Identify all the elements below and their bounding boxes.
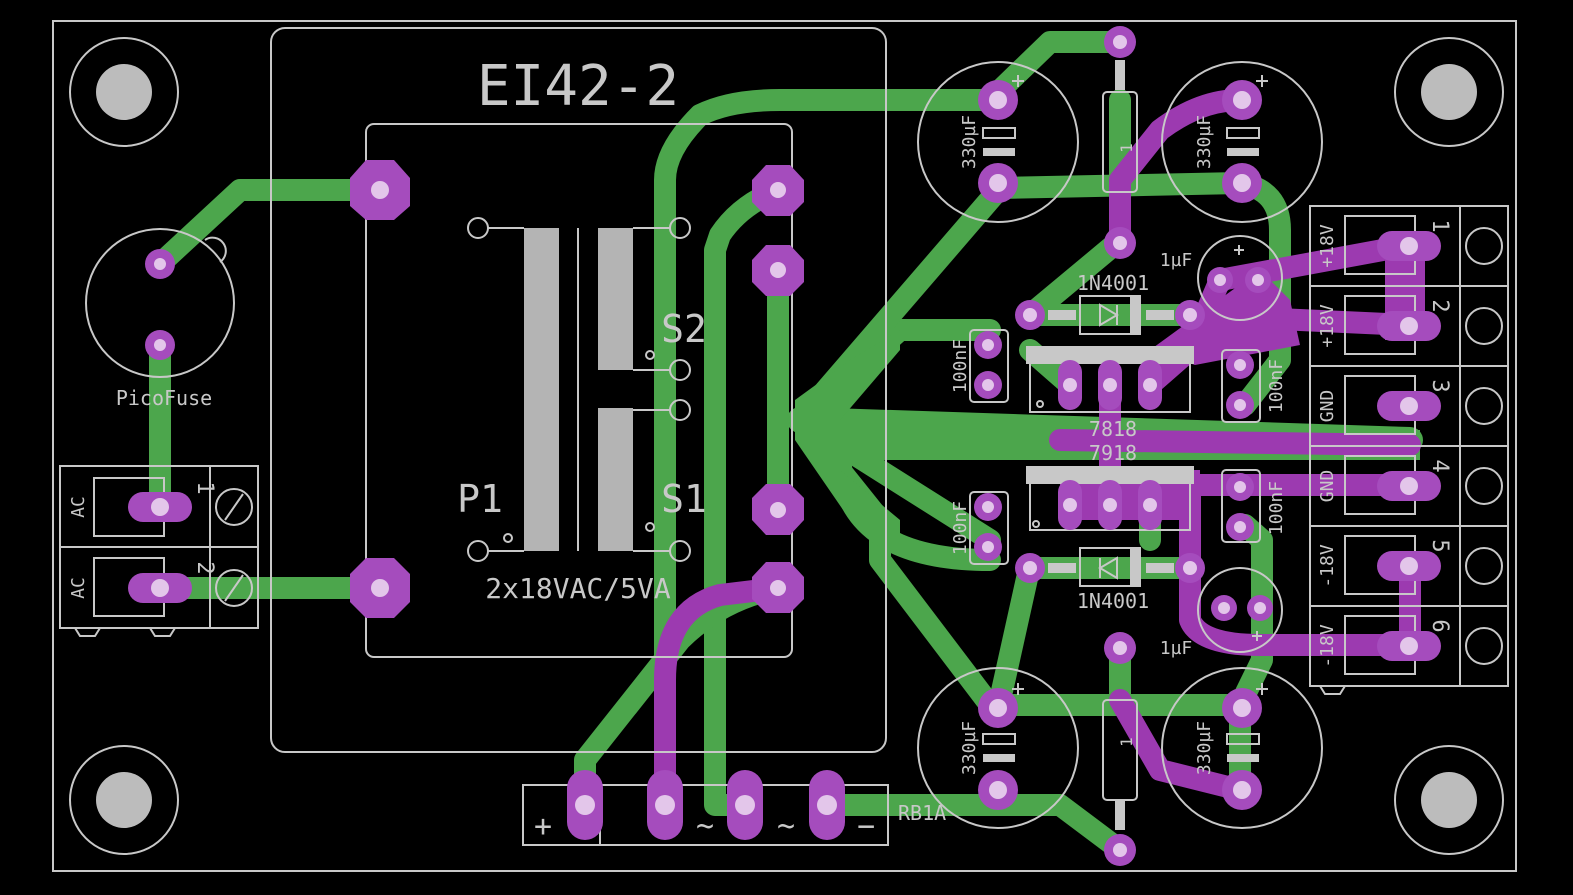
cap-330-br-label: 330µF — [1194, 721, 1215, 775]
fuse-label: PicoFuse — [116, 386, 212, 410]
labels: EI42-2 P1 S1 S2 2x18VAC/5VA PicoFuse RB1… — [68, 54, 1452, 844]
mount-hole-bl — [96, 772, 152, 828]
output-label-4: GND — [1317, 470, 1338, 503]
output-num-6: 6 — [1427, 619, 1452, 632]
cap-100n-3-label: 100nF — [950, 501, 971, 555]
pads — [128, 26, 1441, 866]
output-label-5: -18V — [1317, 544, 1338, 588]
mount-hole-tl — [96, 64, 152, 120]
cap-1uf-bottom-label: 1µF — [1160, 638, 1193, 659]
diode-bottom-label: 1N4001 — [1077, 589, 1149, 613]
polarity-marks — [1012, 75, 1268, 695]
cap-100n-4-label: 100nF — [1266, 481, 1287, 535]
s1-label: S1 — [661, 477, 707, 521]
cap-330-tl-label: 330µF — [959, 115, 980, 169]
cap-330-bl-label: 330µF — [959, 721, 980, 775]
transformer-name: EI42-2 — [477, 54, 679, 119]
ac2-label: ~ — [777, 809, 795, 844]
ac1-label: ~ — [696, 809, 714, 844]
cap-100n-1-label: 100nF — [950, 339, 971, 393]
silk-fills — [983, 60, 1259, 830]
output-label-6: -18V — [1317, 624, 1338, 668]
output-num-4: 4 — [1427, 459, 1452, 472]
cap-1uf-top-label: 1µF — [1160, 250, 1193, 271]
input-label-ac2: AC — [68, 577, 89, 599]
output-label-3: GND — [1317, 390, 1338, 423]
output-num-5: 5 — [1427, 539, 1452, 552]
mount-holes — [96, 64, 1477, 828]
rectifier-label: RB1A — [898, 801, 946, 825]
diode-top-label: 1N4001 — [1077, 271, 1149, 295]
mount-hole-tr — [1421, 64, 1477, 120]
resistor-bottom-label: 1 — [1117, 737, 1136, 747]
input-num-1: 1 — [192, 481, 217, 494]
reg-pos-label: 7818 — [1089, 417, 1137, 441]
transformer-rating: 2x18VAC/5VA — [485, 572, 671, 605]
s2-label: S2 — [661, 307, 707, 351]
plus-label: + — [534, 809, 552, 844]
output-label-1: +18V — [1317, 224, 1338, 268]
cap-100n-2-label: 100nF — [1266, 359, 1287, 413]
reg-neg-label: 7918 — [1089, 441, 1137, 465]
silkscreen-layer — [52, 20, 1517, 872]
primary-label: P1 — [457, 477, 503, 521]
input-num-2: 2 — [192, 561, 217, 574]
mount-hole-br — [1421, 772, 1477, 828]
input-label-ac1: AC — [68, 496, 89, 518]
output-num-2: 2 — [1427, 299, 1452, 312]
minus-label: − — [857, 809, 875, 844]
output-num-3: 3 — [1427, 379, 1452, 392]
cap-330-tr-label: 330µF — [1194, 115, 1215, 169]
resistor-top-label: 1 — [1117, 143, 1136, 153]
output-num-1: 1 — [1427, 219, 1452, 232]
output-label-2: +18V — [1317, 304, 1338, 348]
